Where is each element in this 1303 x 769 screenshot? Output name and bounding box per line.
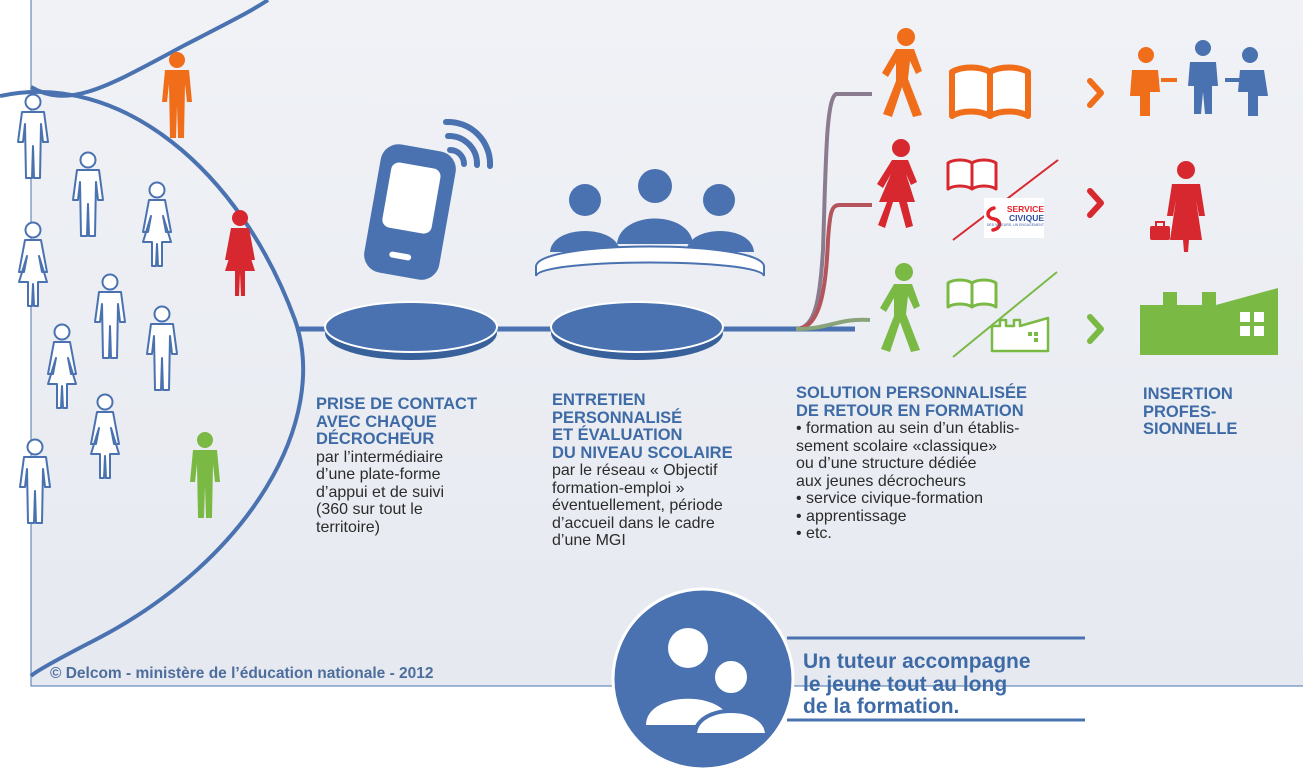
tutor-note-line: le jeune tout au long — [803, 672, 1008, 696]
body-line: d’appui et de suivi — [316, 483, 445, 501]
heading-line: SOLUTION PERSONNALISÉE — [796, 384, 1028, 402]
book-icon — [946, 278, 998, 309]
person-outline-icon — [47, 323, 77, 409]
body-line: éventuellement, période — [552, 497, 723, 514]
body-line: • formation au sein d’un établis- — [796, 420, 1020, 437]
heading-line: PRISE DE CONTACT — [316, 395, 478, 413]
tutor-note-line: Un tuteur accompagne — [803, 650, 1031, 673]
business-woman-icon — [1150, 161, 1205, 252]
heading-line: PERSONNALISÉ — [552, 408, 683, 427]
service-civique-logo-text: SERVICE CIVIQUE DES VALEURS, UN ENGAGEME… — [984, 205, 1044, 228]
step-interview-body: par le réseau « Objectif formation-emplo… — [552, 462, 733, 550]
step-solution-body: • formation au sein d’un établis- sement… — [796, 420, 1027, 543]
copyright: © Delcom - ministère de l’éducation nati… — [50, 665, 434, 682]
service-civique-line1: SERVICE — [1006, 204, 1044, 214]
service-civique-logo — [984, 198, 1044, 238]
tutor-icon — [611, 587, 795, 769]
heading-line: SIONNELLE — [1143, 420, 1238, 438]
step-interview-heading: ENTRETIEN PERSONNALISÉ ET ÉVALUATION DU … — [552, 391, 733, 462]
factory-icon — [990, 316, 1050, 353]
person-outline-icon — [142, 181, 172, 267]
body-line: aux jeunes décrocheurs — [796, 472, 966, 490]
tutor-note: Un tuteur accompagne le jeune tout au lo… — [803, 650, 1031, 719]
body-line: • service civique-formation — [796, 490, 983, 507]
body-line: territoire) — [316, 518, 381, 536]
chevron-right-icon — [1087, 78, 1104, 108]
service-civique-tagline: DES VALEURS, UN ENGAGEMENT — [986, 223, 1044, 227]
step-insertion: INSERTION PROFES- SIONNELLE — [1143, 385, 1238, 439]
heading-line: ET ÉVALUATION — [552, 426, 683, 444]
step-solution: SOLUTION PERSONNALISÉE DE RETOUR EN FORM… — [796, 384, 1028, 543]
mobile-phone-icon — [364, 118, 494, 280]
service-civique-line2: CIVIQUE — [1009, 213, 1044, 223]
heading-line: PROFES- — [1143, 402, 1217, 421]
body-line: • apprentissage — [796, 507, 907, 525]
heading-line: INSERTION — [1143, 385, 1233, 403]
step-contact-heading: PRISE DE CONTACT AVEC CHAQUE DÉCROCHEUR — [316, 395, 478, 449]
person-outline-icon — [18, 221, 48, 307]
chevron-right-icon — [1087, 314, 1104, 344]
body-line: d’accueil dans le cadre — [552, 514, 715, 532]
body-line: par l’intermédiaire — [316, 448, 444, 466]
walker-green-icon — [880, 263, 920, 352]
heading-line: DE RETOUR EN FORMATION — [796, 401, 1024, 420]
meeting-icon — [535, 169, 765, 277]
body-line: sement scolaire «classique» — [796, 437, 997, 455]
step-interview: ENTRETIEN PERSONNALISÉ ET ÉVALUATION DU … — [552, 391, 733, 550]
tutor-note-line: de la formation. — [803, 695, 960, 718]
walker-orange-icon — [882, 28, 922, 117]
heading-line: DÉCROCHEUR — [316, 430, 435, 448]
body-line: formation-emploi » — [552, 479, 685, 497]
office-meeting-icon — [1130, 40, 1268, 116]
person-red-icon — [225, 210, 255, 296]
chevron-right-icon — [1087, 188, 1104, 218]
book-icon — [952, 68, 1028, 117]
person-outline-icon — [19, 438, 51, 524]
person-outline-icon — [146, 305, 178, 391]
heading-line: ENTRETIEN — [552, 391, 646, 409]
factory-icon — [1140, 288, 1278, 355]
body-line: (360 sur tout le — [316, 501, 423, 518]
step-solution-heading: SOLUTION PERSONNALISÉE DE RETOUR EN FORM… — [796, 384, 1028, 420]
person-outline-icon — [17, 93, 49, 179]
person-outline-icon — [90, 393, 120, 479]
body-line: • etc. — [796, 525, 832, 542]
body-line: par le réseau « Objectif — [552, 462, 718, 479]
platform-2 — [550, 301, 724, 360]
crowd — [17, 52, 255, 524]
heading-line: AVEC CHAQUE — [316, 412, 437, 431]
person-green-icon — [190, 432, 220, 518]
person-outline-icon — [94, 273, 126, 359]
heading-line: DU NIVEAU SCOLAIRE — [552, 443, 733, 462]
person-outline-icon — [72, 151, 104, 237]
book-icon — [946, 158, 998, 191]
body-line: d’une plate-forme — [316, 466, 441, 483]
step-insertion-heading: INSERTION PROFES- SIONNELLE — [1143, 385, 1238, 439]
body-line: ou d’une structure dédiée — [796, 455, 977, 472]
person-orange-icon — [162, 52, 192, 138]
walker-red-icon — [877, 139, 917, 228]
platform-1 — [324, 301, 498, 360]
step-contact: PRISE DE CONTACT AVEC CHAQUE DÉCROCHEUR … — [316, 395, 478, 537]
step-contact-body: par l’intermédiaire d’une plate-forme d’… — [316, 449, 477, 537]
body-line: d’une MGI — [552, 532, 626, 549]
